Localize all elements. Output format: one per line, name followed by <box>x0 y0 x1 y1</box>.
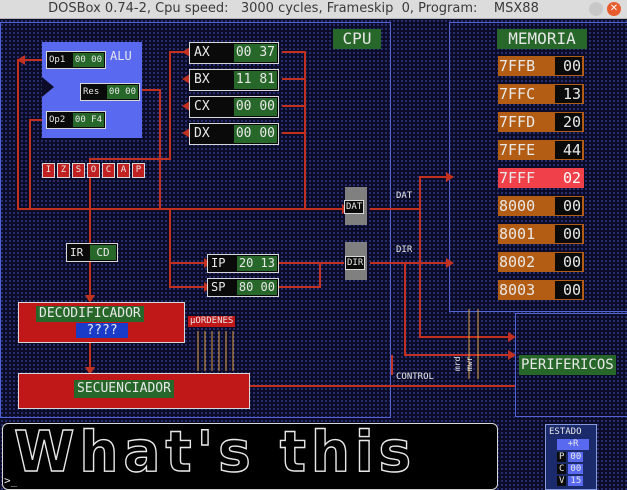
decoder-label: DECODIFICADOR <box>36 306 144 322</box>
memory-panel <box>449 22 627 312</box>
cpu-label: CPU <box>333 29 381 49</box>
register-cx: CX 00 00 <box>189 96 279 118</box>
dat-latch-label: DAT <box>344 200 365 214</box>
dosbox-screen[interactable]: CPU MEMORIA <box>0 19 627 490</box>
bus-dir-label: DIR <box>396 245 413 255</box>
estado-label: ESTADO <box>549 427 582 437</box>
flag-a: A <box>117 163 130 178</box>
memory-label: MEMORIA <box>497 29 587 49</box>
console-banner: What's this <box>13 419 417 485</box>
alu-notch <box>42 77 54 97</box>
estado-mode: +R <box>557 439 589 450</box>
bus-dat-label: DAT <box>396 191 413 201</box>
alu-op1: Op1 00 00 <box>46 51 106 69</box>
flags-register: I Z S O C A P <box>42 163 145 178</box>
alu-op2: Op2 00 F4 <box>46 111 106 129</box>
register-dx: DX 00 00 <box>189 123 279 145</box>
decoder-value: ???? <box>76 323 128 338</box>
flag-o: O <box>87 163 100 178</box>
close-button[interactable]: ✕ <box>607 2 621 16</box>
peripherals-panel <box>515 313 627 417</box>
alu-label: ALU <box>110 49 132 63</box>
uordenes-label: µORDENES <box>188 316 236 327</box>
cpu-panel <box>0 22 391 418</box>
flag-i: I <box>42 163 55 178</box>
console-prompt: >_ <box>4 474 18 487</box>
bus-control-label: CONTROL <box>396 372 434 382</box>
register-ip: IP 20 13 <box>207 254 279 273</box>
register-sp: SP 80 00 <box>207 278 279 297</box>
minimize-button[interactable] <box>589 2 603 16</box>
peripherals-label: PERIFERICOS <box>519 355 616 375</box>
flag-z: Z <box>57 163 70 178</box>
bus-mwr-label: mwr <box>465 356 474 371</box>
alu-res: Res 00 00 <box>80 83 140 101</box>
bus-mrd-label: mrd <box>453 356 462 371</box>
close-icon: ✕ <box>609 3 619 14</box>
sequencer-label: SECUENCIADOR <box>74 380 174 398</box>
dir-latch-label: DIR <box>345 256 366 270</box>
title-bar: DOSBox 0.74-2, Cpu speed: 3000 cycles, F… <box>0 0 627 19</box>
register-ir: IR CD <box>66 243 118 262</box>
register-ax: AX 00 37 <box>189 42 279 64</box>
flag-c: C <box>102 163 115 178</box>
console-panel[interactable] <box>2 423 498 490</box>
window-title: DOSBox 0.74-2, Cpu speed: 3000 cycles, F… <box>48 1 539 16</box>
flag-s: S <box>72 163 85 178</box>
flag-p: P <box>132 163 145 178</box>
register-bx: BX 11 81 <box>189 69 279 91</box>
